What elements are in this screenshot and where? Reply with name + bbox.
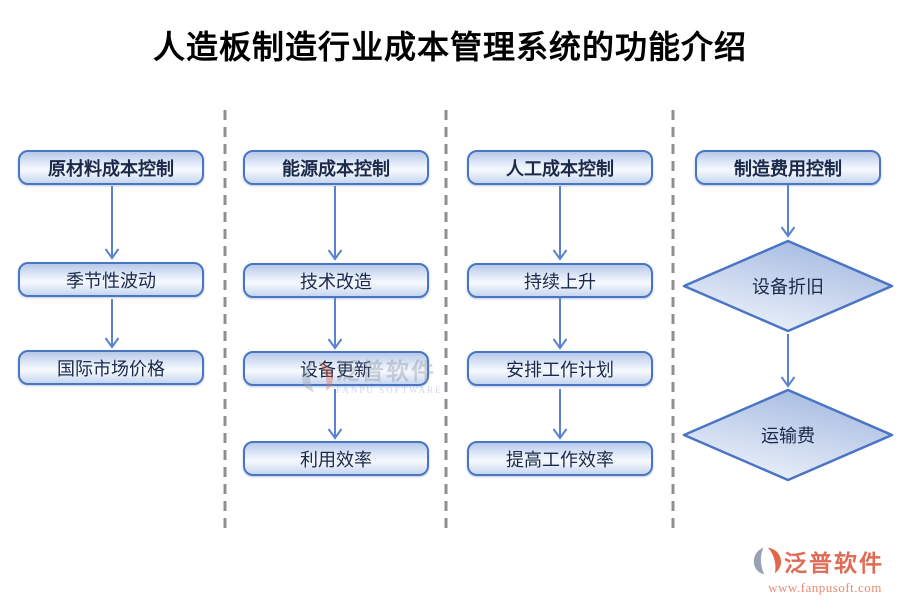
- node-seasonal-fluctuation: 季节性波动: [18, 262, 204, 297]
- brand-name: 泛普软件: [784, 550, 884, 576]
- fanpu-brand-logo: 泛普软件 www.fanpusoft.com: [752, 546, 884, 596]
- node-continuous-rise: 持续上升: [467, 263, 653, 298]
- node-technical-transformation: 技术改造: [243, 263, 429, 298]
- node-raw-material-cost-control: 原材料成本控制: [18, 150, 204, 185]
- watermark-subtitle: FANPU SOFTWARE: [336, 385, 443, 395]
- node-transport-fee: 运输费: [682, 388, 894, 482]
- fanpu-logo-icon: [752, 546, 782, 581]
- diamond-label: 运输费: [761, 426, 815, 446]
- page-title: 人造板制造行业成本管理系统的功能介绍: [152, 29, 747, 65]
- node-equipment-depreciation: 设备折旧: [682, 239, 894, 333]
- node-energy-cost-control: 能源成本控制: [243, 150, 429, 185]
- diamond-label: 设备折旧: [752, 277, 824, 297]
- node-equipment-renewal: 设备更新: [243, 351, 429, 386]
- node-manufacturing-expense-control: 制造费用控制: [695, 150, 881, 185]
- node-arrange-work-plan: 安排工作计划: [467, 351, 653, 386]
- node-labor-cost-control: 人工成本控制: [467, 150, 653, 185]
- node-utilization-efficiency: 利用效率: [243, 441, 429, 476]
- node-improve-work-efficiency: 提高工作效率: [467, 441, 653, 476]
- node-international-market-price: 国际市场价格: [18, 350, 204, 385]
- brand-url: www.fanpusoft.com: [768, 580, 882, 595]
